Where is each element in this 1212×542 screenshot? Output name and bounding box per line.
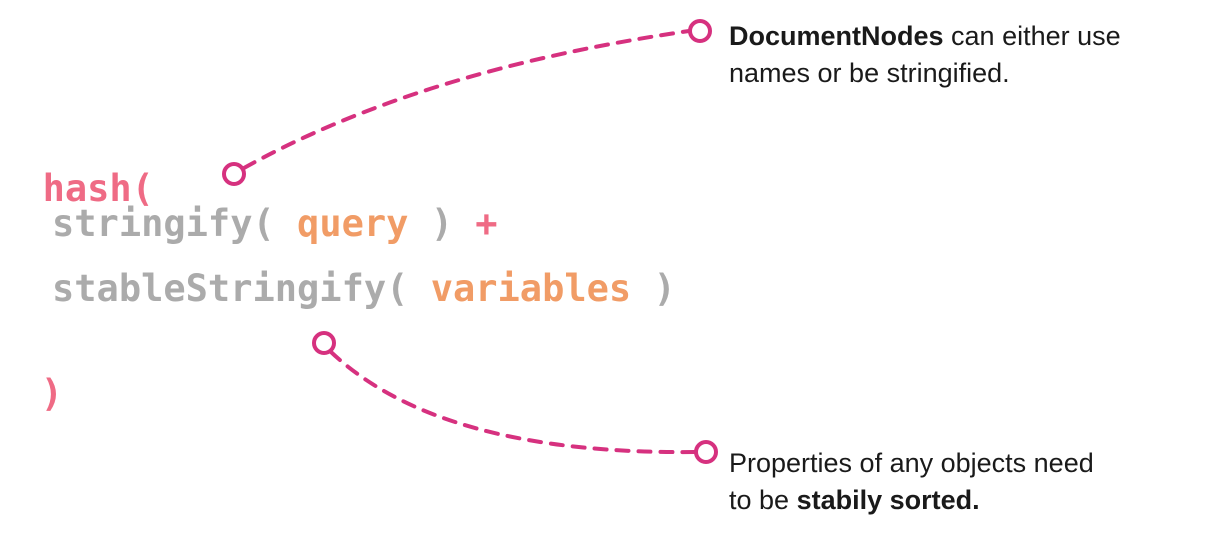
annotation-document-nodes: DocumentNodes can either use names or be… xyxy=(729,18,1121,92)
connector-anchor-note1-icon xyxy=(688,19,712,43)
stable-stringify-call: stableStringify( xyxy=(52,267,409,310)
stringify-close: ) xyxy=(430,202,453,245)
connector-top xyxy=(242,29,691,170)
stringify-call: stringify( xyxy=(52,202,275,245)
connector-anchor-stringify-icon xyxy=(312,331,336,355)
annotation-stable-sort: Properties of any objects need to be sta… xyxy=(729,445,1094,519)
stable-stringify-close: ) xyxy=(653,267,676,310)
annotation-line1: Properties of any objects need xyxy=(729,448,1094,478)
annotation-bold-tail: stabily sorted. xyxy=(796,485,980,515)
annotation-bold-lead: DocumentNodes xyxy=(729,21,944,51)
query-arg: query xyxy=(297,202,409,245)
hash-close: ) xyxy=(40,372,63,415)
connector-anchor-note2-icon xyxy=(694,440,718,464)
plus-operator: + xyxy=(475,202,498,245)
annotation-text: can either use xyxy=(943,21,1121,51)
variables-arg: variables xyxy=(430,267,632,310)
connector-anchor-hash-icon xyxy=(222,162,246,186)
code-line-stringify: stringify( query ) + xyxy=(52,205,498,242)
annotation-line2-lead: to be xyxy=(729,485,797,515)
annotation-line2: names or be stringified. xyxy=(729,58,1010,88)
connector-bottom xyxy=(329,350,698,455)
hash-call: hash( xyxy=(42,167,154,210)
code-line-stable-stringify: stableStringify( variables ) xyxy=(52,270,676,307)
code-line-hash: hash( xyxy=(0,133,154,207)
code-line-hash-close: ) xyxy=(0,338,63,412)
